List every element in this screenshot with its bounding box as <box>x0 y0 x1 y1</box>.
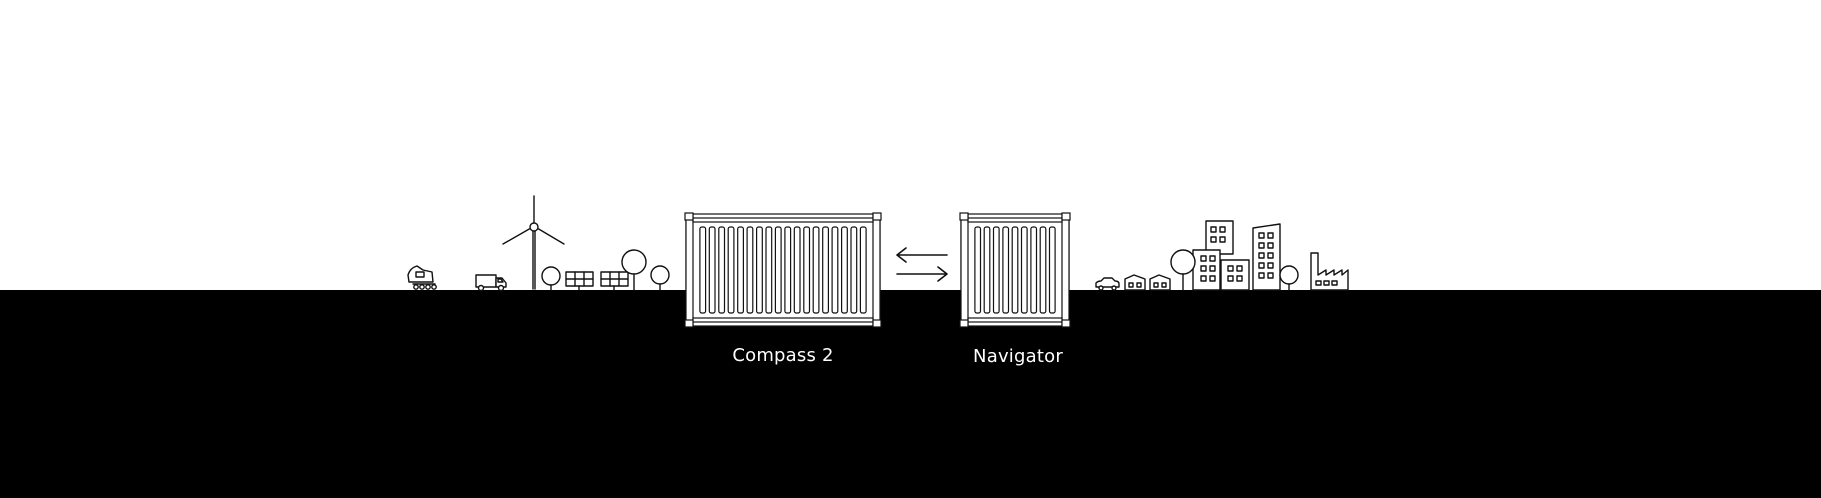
compass-2-label: Compass 2 <box>732 345 834 366</box>
container-rib <box>1002 226 1010 314</box>
container-rib <box>746 226 754 314</box>
navigator-container-icon <box>959 212 1071 328</box>
tree-icon <box>1279 265 1299 291</box>
container-rib <box>793 226 801 314</box>
container-rib <box>1039 226 1047 314</box>
ground <box>0 290 1821 498</box>
container-rib <box>803 226 811 314</box>
container-rib <box>831 226 839 314</box>
container-rib <box>784 226 792 314</box>
container-rib <box>850 226 858 314</box>
tree-icon <box>621 249 647 291</box>
container-rib <box>727 226 735 314</box>
container-rib <box>812 226 820 314</box>
container-rib <box>983 226 991 314</box>
container-rib <box>765 226 773 314</box>
house-icon <box>1124 274 1146 291</box>
container-rib <box>1030 226 1038 314</box>
wind-turbine-icon <box>502 195 565 290</box>
apartment-building-icon <box>1220 259 1250 291</box>
container-rib <box>1048 226 1056 314</box>
container-rib <box>859 226 867 314</box>
apartment-building-icon <box>1252 223 1281 291</box>
container-rib <box>840 226 848 314</box>
boat-icon <box>407 265 437 290</box>
house-icon <box>1149 274 1171 291</box>
apartment-building-icon <box>1192 249 1221 291</box>
car-icon <box>1095 277 1120 291</box>
container-rib <box>1020 226 1028 314</box>
bidirectional-arrows-icon <box>896 247 948 282</box>
van-icon <box>475 274 507 292</box>
compass-2-container-icon <box>684 212 882 328</box>
tree-icon <box>650 265 670 291</box>
container-rib <box>974 226 982 314</box>
navigator-label: Navigator <box>973 346 1063 367</box>
container-rib <box>1011 226 1019 314</box>
container-rib <box>737 226 745 314</box>
apartment-building-icon <box>1205 220 1234 255</box>
tree-icon <box>1170 249 1196 291</box>
container-rib <box>708 226 716 314</box>
solar-panel-icon <box>565 271 594 291</box>
tree-icon <box>541 266 561 291</box>
container-rib <box>699 226 707 314</box>
container-rib <box>992 226 1000 314</box>
container-rib <box>774 226 782 314</box>
solar-panel-icon <box>600 271 629 291</box>
container-rib <box>718 226 726 314</box>
container-rib <box>755 226 763 314</box>
container-rib <box>822 226 830 314</box>
factory-icon <box>1310 252 1349 291</box>
